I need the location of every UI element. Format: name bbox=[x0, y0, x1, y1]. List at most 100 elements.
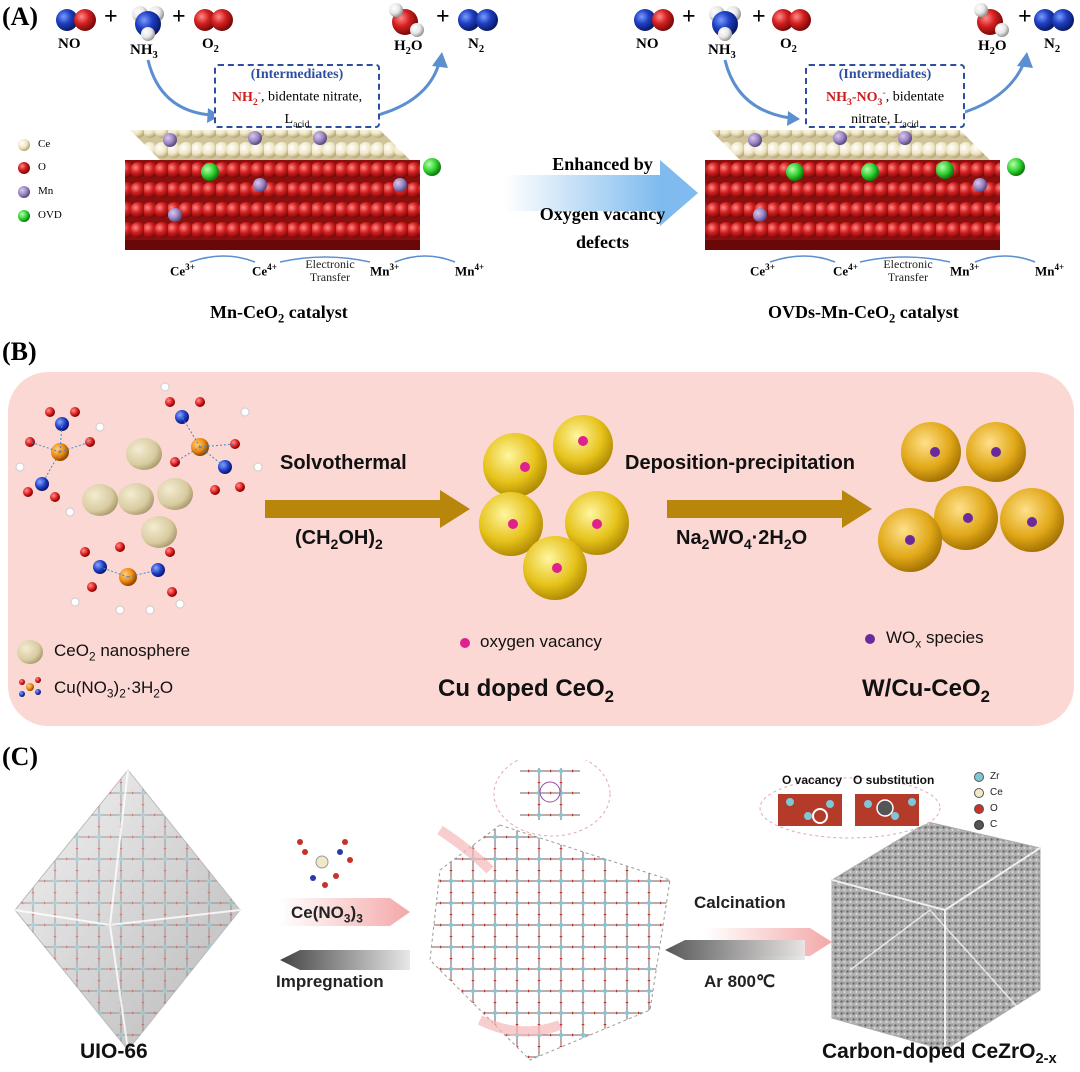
panel-b-label: (B) bbox=[2, 337, 37, 366]
right-h2o-molecule bbox=[974, 3, 1009, 37]
transfer-arcs bbox=[189, 255, 1036, 263]
legend-ce: Ce bbox=[38, 138, 51, 150]
cu-nitrate-cluster-2 bbox=[160, 382, 263, 495]
panel-a-graphics bbox=[18, 3, 1074, 263]
right-ion-ce3: Ce3+ bbox=[750, 262, 775, 279]
w-cu-title: W/Cu-CeO2 bbox=[862, 675, 990, 706]
ceo2-legend-swatch bbox=[17, 640, 43, 664]
panel-c-label: (C) bbox=[2, 742, 39, 771]
legend-o: O bbox=[990, 803, 998, 814]
cu-nitrate-legend-swatch bbox=[19, 677, 41, 697]
panel-a-label: (A) bbox=[2, 2, 39, 31]
right-label-no: NO bbox=[636, 36, 659, 52]
impregnation-label: Impregnation bbox=[276, 972, 384, 991]
deposition-label: Deposition-precipitation bbox=[625, 452, 855, 474]
carbon-doped-title: Carbon-doped CeZrO2-x bbox=[822, 1040, 1057, 1068]
left-ion-ce3: Ce3+ bbox=[170, 262, 195, 279]
arrow-heads bbox=[207, 52, 1033, 126]
left-ion-mn3: Mn3+ bbox=[370, 262, 400, 279]
left-catalyst-name: Mn-CeO2 catalyst bbox=[210, 302, 348, 326]
calcination-label: Calcination bbox=[694, 893, 786, 912]
left-label-n2: N2 bbox=[468, 36, 485, 55]
vacancy-legend-label: oxygen vacancy bbox=[480, 632, 602, 651]
left-no-molecule bbox=[56, 9, 96, 31]
left-ion-ce4: Ce4+ bbox=[252, 262, 277, 279]
left-label-h2o: H2O bbox=[394, 38, 423, 57]
plus-sign: + bbox=[172, 4, 186, 30]
panel-c-graphics bbox=[14, 760, 1041, 1061]
cu-nitrate-legend-label: Cu(NO3)2·3H2O bbox=[54, 678, 174, 701]
o-substitution-label: O substitution bbox=[853, 773, 935, 787]
cu-nitrate-cluster-1 bbox=[15, 407, 105, 517]
left-n2-molecule bbox=[458, 9, 498, 31]
plus-sign: + bbox=[752, 4, 766, 30]
right-label-n2: N2 bbox=[1044, 36, 1061, 55]
right-nh3-molecule bbox=[709, 6, 741, 41]
right-intermediates-box: (Intermediates) NH3-NO3-, bidentate nitr… bbox=[805, 64, 965, 130]
ceo2-legend-label: CeO2 nanosphere bbox=[54, 641, 191, 664]
right-o2-molecule bbox=[772, 9, 811, 31]
plus-sign: + bbox=[104, 4, 118, 30]
right-label-nh3: NH3 bbox=[708, 42, 736, 61]
right-label-o2: O2 bbox=[780, 36, 797, 55]
legend-o: O bbox=[38, 161, 46, 173]
enhancement-arrow bbox=[505, 160, 698, 226]
ce-nitrate-label: Ce(NO3)3 bbox=[291, 903, 363, 926]
left-ion-mn4: Mn4+ bbox=[455, 262, 485, 279]
cu-doped-spheres bbox=[479, 415, 629, 600]
w-cu-spheres bbox=[878, 422, 1064, 572]
uio66-title: UIO-66 bbox=[80, 1040, 148, 1063]
left-nh3-molecule bbox=[132, 6, 164, 41]
legend-zr: Zr bbox=[990, 771, 1000, 782]
right-ion-mn4: Mn4+ bbox=[1035, 262, 1065, 279]
right-ion-ce4: Ce4+ bbox=[833, 262, 858, 279]
left-h2o-molecule bbox=[389, 3, 424, 37]
left-label-nh3: NH3 bbox=[130, 42, 158, 61]
right-n2-molecule bbox=[1034, 9, 1074, 31]
ceo2-nanospheres bbox=[82, 438, 193, 548]
legend-mn: Mn bbox=[38, 185, 54, 197]
uio66-octahedron bbox=[14, 769, 241, 1051]
flow-arrows bbox=[146, 59, 1027, 120]
oxygen-defect-inset bbox=[759, 777, 941, 839]
panel-a-legend-swatches bbox=[18, 139, 30, 222]
plus-sign: + bbox=[682, 4, 696, 30]
solvothermal-label: Solvothermal bbox=[280, 452, 407, 474]
calcination-condition: Ar 800℃ bbox=[704, 972, 776, 991]
plus-sign: + bbox=[1018, 4, 1032, 30]
solvothermal-reagent: (CH2OH)2 bbox=[295, 527, 383, 552]
o-vacancy-label: O vacancy bbox=[782, 773, 843, 787]
enhancement-text: Enhanced by Oxygen vacancy defects bbox=[539, 154, 666, 252]
calcination-arrow bbox=[665, 928, 832, 960]
impregnated-mof-network bbox=[429, 824, 671, 1061]
left-o2-molecule bbox=[194, 9, 233, 31]
right-no-molecule bbox=[634, 9, 674, 31]
panel-b-graphics bbox=[15, 382, 1064, 697]
right-catalyst-slab bbox=[705, 130, 1025, 250]
panel-c-legend-swatches bbox=[974, 772, 984, 830]
plus-sign: + bbox=[436, 4, 450, 30]
cu-doped-title: Cu doped CeO2 bbox=[438, 675, 615, 706]
vacancy-legend-swatch bbox=[460, 638, 470, 648]
solvothermal-arrow bbox=[265, 490, 470, 528]
right-label-h2o: H2O bbox=[978, 38, 1007, 57]
left-catalyst-slab bbox=[125, 130, 441, 250]
ce-nitrate-molecule bbox=[297, 839, 353, 888]
wox-legend-label: WOx species bbox=[886, 628, 984, 651]
left-label-no: NO bbox=[58, 36, 81, 52]
carbon-doped-cube bbox=[831, 821, 1041, 1051]
wox-legend-swatch bbox=[865, 634, 875, 644]
legend-ovd: OVD bbox=[38, 209, 62, 221]
right-ion-mn3: Mn3+ bbox=[950, 262, 980, 279]
deposition-reagent: Na2WO4·2H2O bbox=[676, 527, 808, 552]
right-catalyst-name: OVDs-Mn-CeO2 catalyst bbox=[768, 302, 959, 326]
legend-c: C bbox=[990, 819, 998, 830]
deposition-arrow bbox=[667, 490, 872, 528]
left-label-o2: O2 bbox=[202, 36, 219, 55]
legend-ce: Ce bbox=[990, 787, 1003, 798]
mof-zoom-inset bbox=[493, 760, 611, 837]
left-intermediates-box: (Intermediates) NH2-, bidentate nitrate,… bbox=[214, 64, 380, 130]
impregnation-arrow bbox=[280, 898, 410, 970]
